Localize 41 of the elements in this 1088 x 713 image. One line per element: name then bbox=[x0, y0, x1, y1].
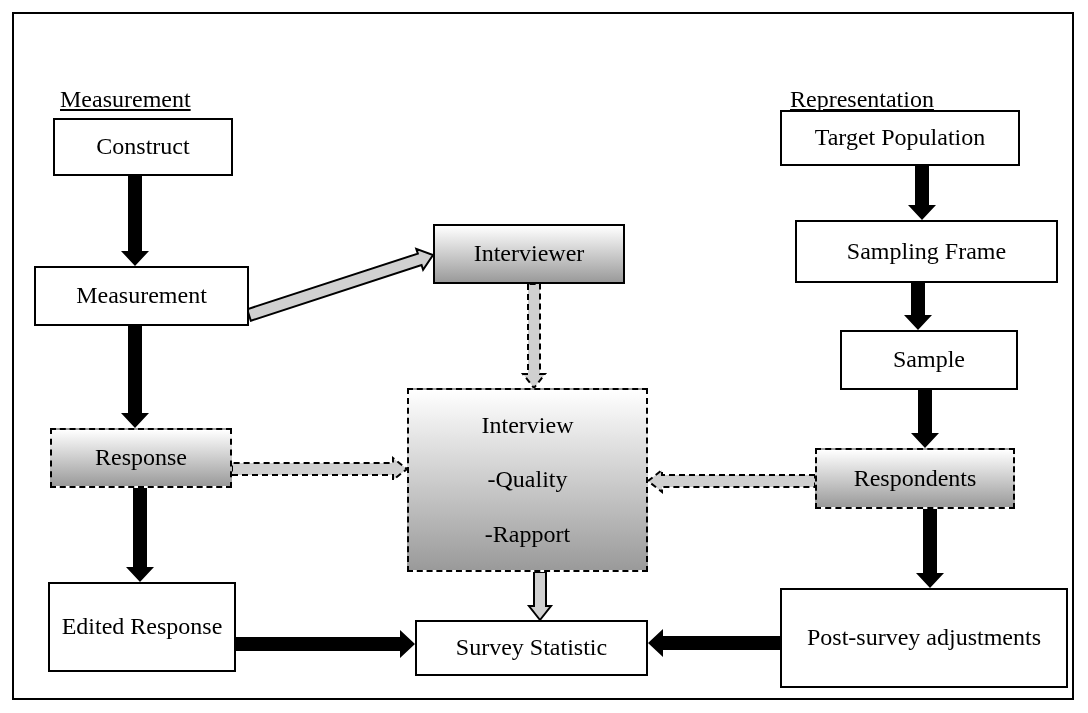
process-box bbox=[34, 266, 249, 326]
arrow bbox=[904, 283, 932, 330]
arrow bbox=[121, 176, 149, 266]
process-box bbox=[48, 582, 236, 672]
process-box bbox=[415, 620, 648, 676]
arrow bbox=[911, 390, 939, 448]
node-label: Interview bbox=[481, 411, 574, 440]
dashed-process-box bbox=[50, 428, 232, 488]
node-label: Edited Response bbox=[61, 613, 223, 641]
arrow bbox=[121, 326, 149, 428]
node-label: Construct bbox=[96, 133, 190, 161]
node-label: Sample bbox=[893, 346, 965, 374]
block-arrow bbox=[231, 455, 409, 483]
process-box bbox=[795, 220, 1058, 283]
arrow bbox=[908, 166, 936, 220]
node-label: Post-survey adjustments bbox=[807, 624, 1041, 652]
node-label: Response bbox=[95, 444, 187, 472]
node-label: Survey Statistic bbox=[455, 634, 608, 662]
process-box bbox=[780, 588, 1068, 688]
block-arrow bbox=[526, 571, 554, 622]
arrow bbox=[916, 509, 944, 588]
dashed-process-box bbox=[815, 448, 1015, 509]
node-label: Interviewer bbox=[473, 240, 585, 268]
section-heading: Measurement bbox=[60, 86, 191, 113]
process-box bbox=[780, 110, 1020, 166]
node-label: -Quality bbox=[487, 466, 568, 494]
node-label: Measurement bbox=[76, 282, 207, 310]
block-arrow bbox=[520, 283, 548, 390]
process-box bbox=[53, 118, 233, 176]
section-heading: Representation bbox=[790, 86, 934, 113]
arrow bbox=[648, 629, 780, 657]
node-label: Sampling Frame bbox=[846, 237, 1007, 266]
node-label: Respondents bbox=[853, 464, 977, 493]
node-label: Target Population bbox=[814, 124, 986, 152]
node-label: -Rapport bbox=[484, 520, 571, 549]
block-arrow bbox=[646, 467, 816, 495]
process-box bbox=[433, 224, 625, 284]
arrow bbox=[236, 630, 415, 658]
dashed-process-box bbox=[407, 388, 648, 572]
arrow bbox=[126, 488, 154, 582]
process-box bbox=[840, 330, 1018, 390]
